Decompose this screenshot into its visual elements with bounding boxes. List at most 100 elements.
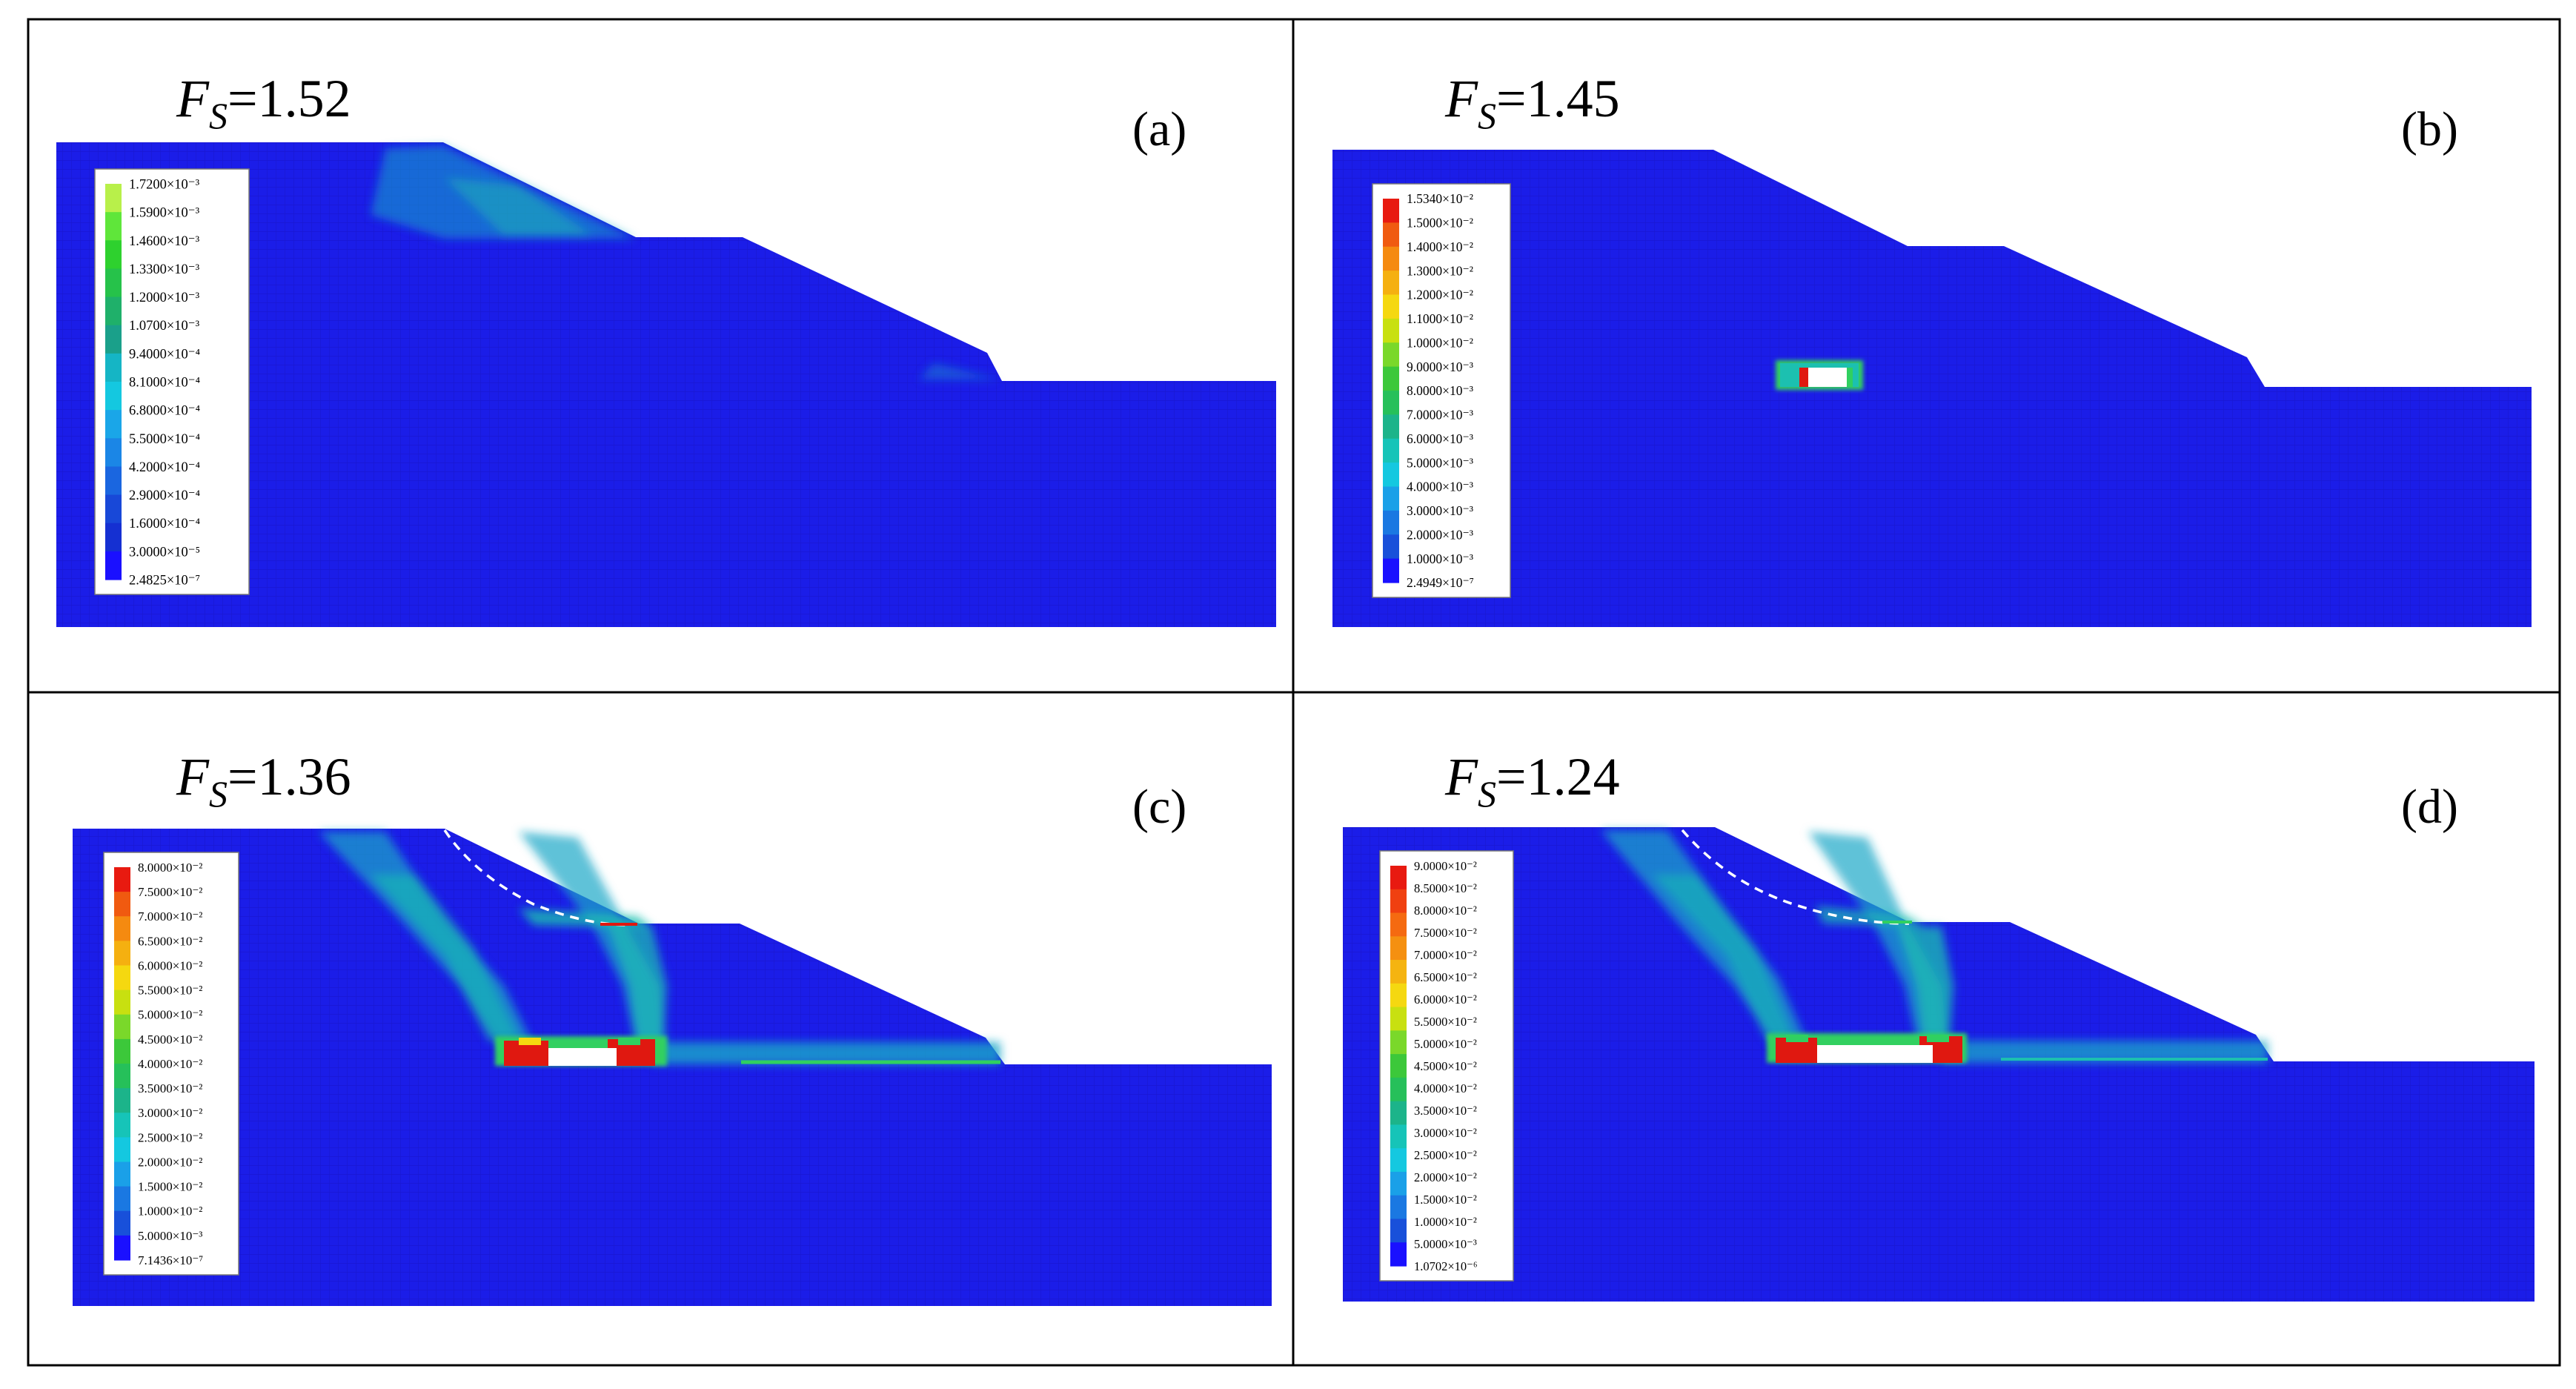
cavity-zone-b xyxy=(1776,360,1863,390)
legend-label: 5.5000×10⁻² xyxy=(138,984,202,998)
legend-labels-a: 1.7200×10⁻³1.5900×10⁻³1.4600×10⁻³1.3300×… xyxy=(129,177,200,588)
fs-value-b: =1.45 xyxy=(1496,69,1620,128)
legend-swatch xyxy=(105,494,122,524)
legend-label: 3.5000×10⁻² xyxy=(1414,1104,1477,1118)
legend-swatch xyxy=(114,1064,130,1089)
legend-swatches-a xyxy=(105,184,122,580)
legend-swatch xyxy=(105,325,122,354)
legend-swatch xyxy=(1383,318,1399,343)
legend-label: 1.5900×10⁻³ xyxy=(129,206,200,221)
legend-swatch xyxy=(1390,1219,1407,1243)
legend-label: 1.5000×10⁻² xyxy=(1414,1193,1477,1207)
legend-label: 1.2000×10⁻³ xyxy=(129,291,200,305)
legend-swatch xyxy=(1390,866,1407,890)
legend-label: 9.4000×10⁻⁴ xyxy=(129,347,200,362)
fs-subscript-a: S xyxy=(209,95,228,136)
legend-swatch xyxy=(1383,271,1399,296)
fs-symbol-c: F xyxy=(176,747,210,806)
legend-swatch xyxy=(114,1210,130,1236)
legend-label: 8.1000×10⁻⁴ xyxy=(129,375,200,390)
legend-swatch xyxy=(114,1186,130,1212)
legend-swatch xyxy=(1390,1171,1407,1196)
legend-swatch xyxy=(1383,558,1399,583)
legend-label: 5.0000×10⁻³ xyxy=(138,1229,202,1243)
fs-label-b: FS=1.45 xyxy=(1444,69,1620,136)
legend-label: 5.5000×10⁻⁴ xyxy=(129,432,200,447)
legend-swatch xyxy=(1383,294,1399,319)
legend-swatch xyxy=(105,523,122,552)
legend-swatch xyxy=(105,438,122,468)
legend-label: 3.5000×10⁻² xyxy=(138,1081,202,1095)
legend-swatch xyxy=(114,892,130,917)
legend-label: 7.5000×10⁻² xyxy=(138,885,202,899)
legend-swatch xyxy=(1390,1148,1407,1173)
legend-swatch xyxy=(105,410,122,439)
legend-label: 1.0000×10⁻² xyxy=(1414,1215,1477,1229)
legend-swatch xyxy=(1383,486,1399,511)
legend-label: 3.0000×10⁻⁵ xyxy=(129,545,200,560)
panel-label-c: (c) xyxy=(1132,780,1186,834)
legend-label: 8.0000×10⁻³ xyxy=(1407,383,1473,398)
legend-label: 1.3000×10⁻² xyxy=(1407,263,1473,278)
legend-label: 5.5000×10⁻² xyxy=(1414,1015,1477,1029)
legend-label: 6.0000×10⁻² xyxy=(1414,992,1477,1007)
panel-d: 9.0000×10⁻²8.5000×10⁻²8.0000×10⁻²7.5000×… xyxy=(1343,747,2534,1302)
fs-value-a: =1.52 xyxy=(228,69,351,128)
legend-label: 8.0000×10⁻² xyxy=(1414,904,1477,918)
legend-swatches-c xyxy=(114,867,130,1261)
legend-label: 1.0000×10⁻³ xyxy=(1407,551,1473,566)
legend-swatch xyxy=(1383,463,1399,488)
legend-label: 5.0000×10⁻³ xyxy=(1407,455,1473,470)
legend-label: 1.0000×10⁻² xyxy=(138,1204,202,1219)
legend-label: 3.0000×10⁻³ xyxy=(1407,503,1473,518)
legend-swatch xyxy=(105,466,122,496)
fs-label-d: FS=1.24 xyxy=(1444,747,1620,815)
legend-label: 1.0700×10⁻³ xyxy=(129,319,200,334)
legend-label: 5.0000×10⁻² xyxy=(1414,1037,1477,1051)
slope-model-c xyxy=(73,829,1272,1306)
legend-label: 1.2000×10⁻² xyxy=(1407,288,1473,302)
legend-label: 9.0000×10⁻³ xyxy=(1407,359,1473,374)
legend-label: 7.0000×10⁻³ xyxy=(1407,408,1473,422)
legend-label: 6.5000×10⁻² xyxy=(138,934,202,948)
legend-label: 5.0000×10⁻² xyxy=(138,1008,202,1022)
legend-swatch xyxy=(1383,438,1399,463)
legend-swatch xyxy=(105,240,122,270)
legend-swatch xyxy=(114,1038,130,1064)
legend-label: 5.0000×10⁻³ xyxy=(1414,1237,1477,1251)
legend-swatch xyxy=(114,989,130,1015)
legend-swatch xyxy=(1390,960,1407,984)
legend-label: 6.0000×10⁻² xyxy=(138,958,202,972)
legend-label: 2.0000×10⁻² xyxy=(138,1155,202,1169)
legend-swatch xyxy=(1390,912,1407,937)
excavation-cavity-c xyxy=(548,1048,617,1066)
legend-label: 2.0000×10⁻³ xyxy=(1407,527,1473,542)
legend-swatch xyxy=(114,1088,130,1113)
excavation-cavity-d xyxy=(1817,1045,1933,1063)
legend-label: 3.0000×10⁻² xyxy=(1414,1126,1477,1140)
fs-label-c: FS=1.36 xyxy=(176,747,351,815)
legend-swatch xyxy=(1383,366,1399,391)
legend-label: 4.5000×10⁻² xyxy=(138,1032,202,1047)
legend-swatch xyxy=(1383,342,1399,368)
legend-swatch xyxy=(114,1014,130,1040)
fs-subscript-c: S xyxy=(209,773,228,815)
legend-swatch xyxy=(1383,222,1399,248)
legend-swatch xyxy=(1383,534,1399,560)
strain-zone-a xyxy=(371,145,1000,379)
legend-label: 4.5000×10⁻² xyxy=(1414,1059,1477,1073)
fs-value-d: =1.24 xyxy=(1496,747,1620,806)
legend-label: 7.0000×10⁻² xyxy=(138,909,202,924)
legend-swatch xyxy=(114,867,130,892)
legend-label: 7.1436×10⁻⁷ xyxy=(138,1253,203,1267)
fs-label-a: FS=1.52 xyxy=(176,69,351,136)
slope-model-a xyxy=(56,142,1276,627)
legend-b: 1.5340×10⁻²1.5000×10⁻²1.4000×10⁻²1.3000×… xyxy=(1372,183,1511,598)
legend-swatch xyxy=(1390,1054,1407,1078)
legend-swatch xyxy=(1383,414,1399,440)
fs-symbol-a: F xyxy=(176,69,210,128)
legend-swatch xyxy=(105,551,122,580)
legend-swatch xyxy=(105,184,122,213)
slope-model-b xyxy=(1332,150,2532,627)
